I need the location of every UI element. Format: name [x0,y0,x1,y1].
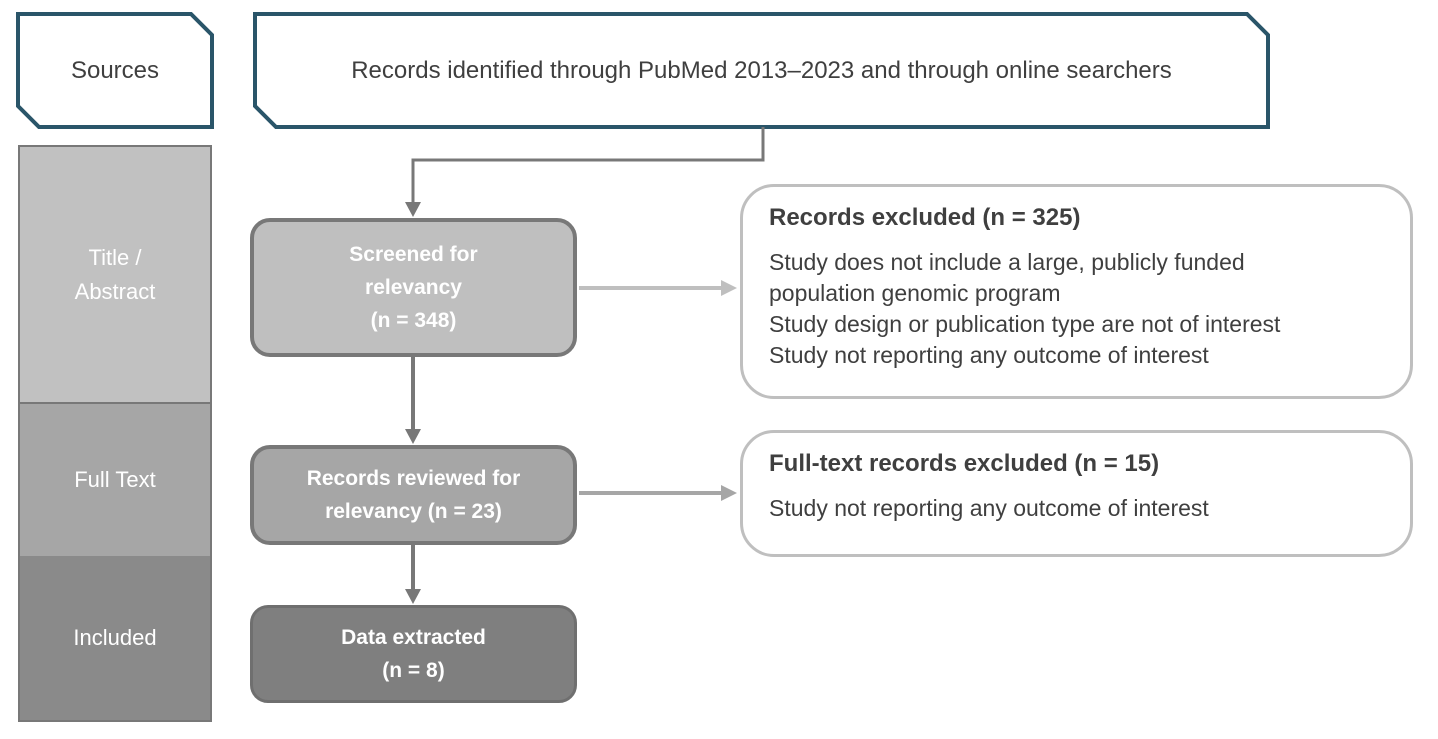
fulltext-excluded-reasons: Study not reporting any outcome of inter… [769,493,1349,524]
sources-label: Sources [70,56,160,84]
stage-column: Title / Abstract Full Text Included [18,145,212,722]
records-excluded-box: Records excluded (n = 325) Study does no… [740,184,1413,399]
connector-identified-to-screened [411,127,765,203]
records-excluded-reasons: Study does not include a large, publicly… [769,247,1349,371]
reviewed-box: Records reviewed for relevancy (n = 23) [250,445,577,545]
stage-full-text: Full Text [20,404,210,556]
fulltext-excluded-box: Full-text records excluded (n = 15) Stud… [740,430,1413,557]
sources-box-shape [16,12,214,129]
excluded-reason: Study not reporting any outcome of inter… [769,342,1209,368]
excluded-reason: Study not reporting any outcome of inter… [769,495,1209,521]
stage-title-abstract: Title / Abstract [20,147,210,404]
data-extracted-box: Data extracted (n = 8) [250,605,577,703]
excluded-reason: Study design or publication type are not… [769,311,1281,337]
arrowhead-into-extracted [405,589,421,604]
arrowhead-into-fulltext-excluded [721,485,737,501]
arrowhead-into-reviewed [405,429,421,444]
records-identified-label: Records identified through PubMed 2013–2… [351,56,1172,84]
records-identified-box-shape [253,12,1270,129]
stage-included: Included [20,556,210,720]
arrowhead-into-excluded [721,280,737,296]
arrowhead-into-screened [405,202,421,217]
excluded-reason: Study does not include a large, publicly… [769,249,1245,306]
fulltext-excluded-title: Full-text records excluded (n = 15) [769,450,1160,477]
screened-box: Screened for relevancy (n = 348) [250,218,577,357]
records-excluded-title: Records excluded (n = 325) [769,204,1081,231]
